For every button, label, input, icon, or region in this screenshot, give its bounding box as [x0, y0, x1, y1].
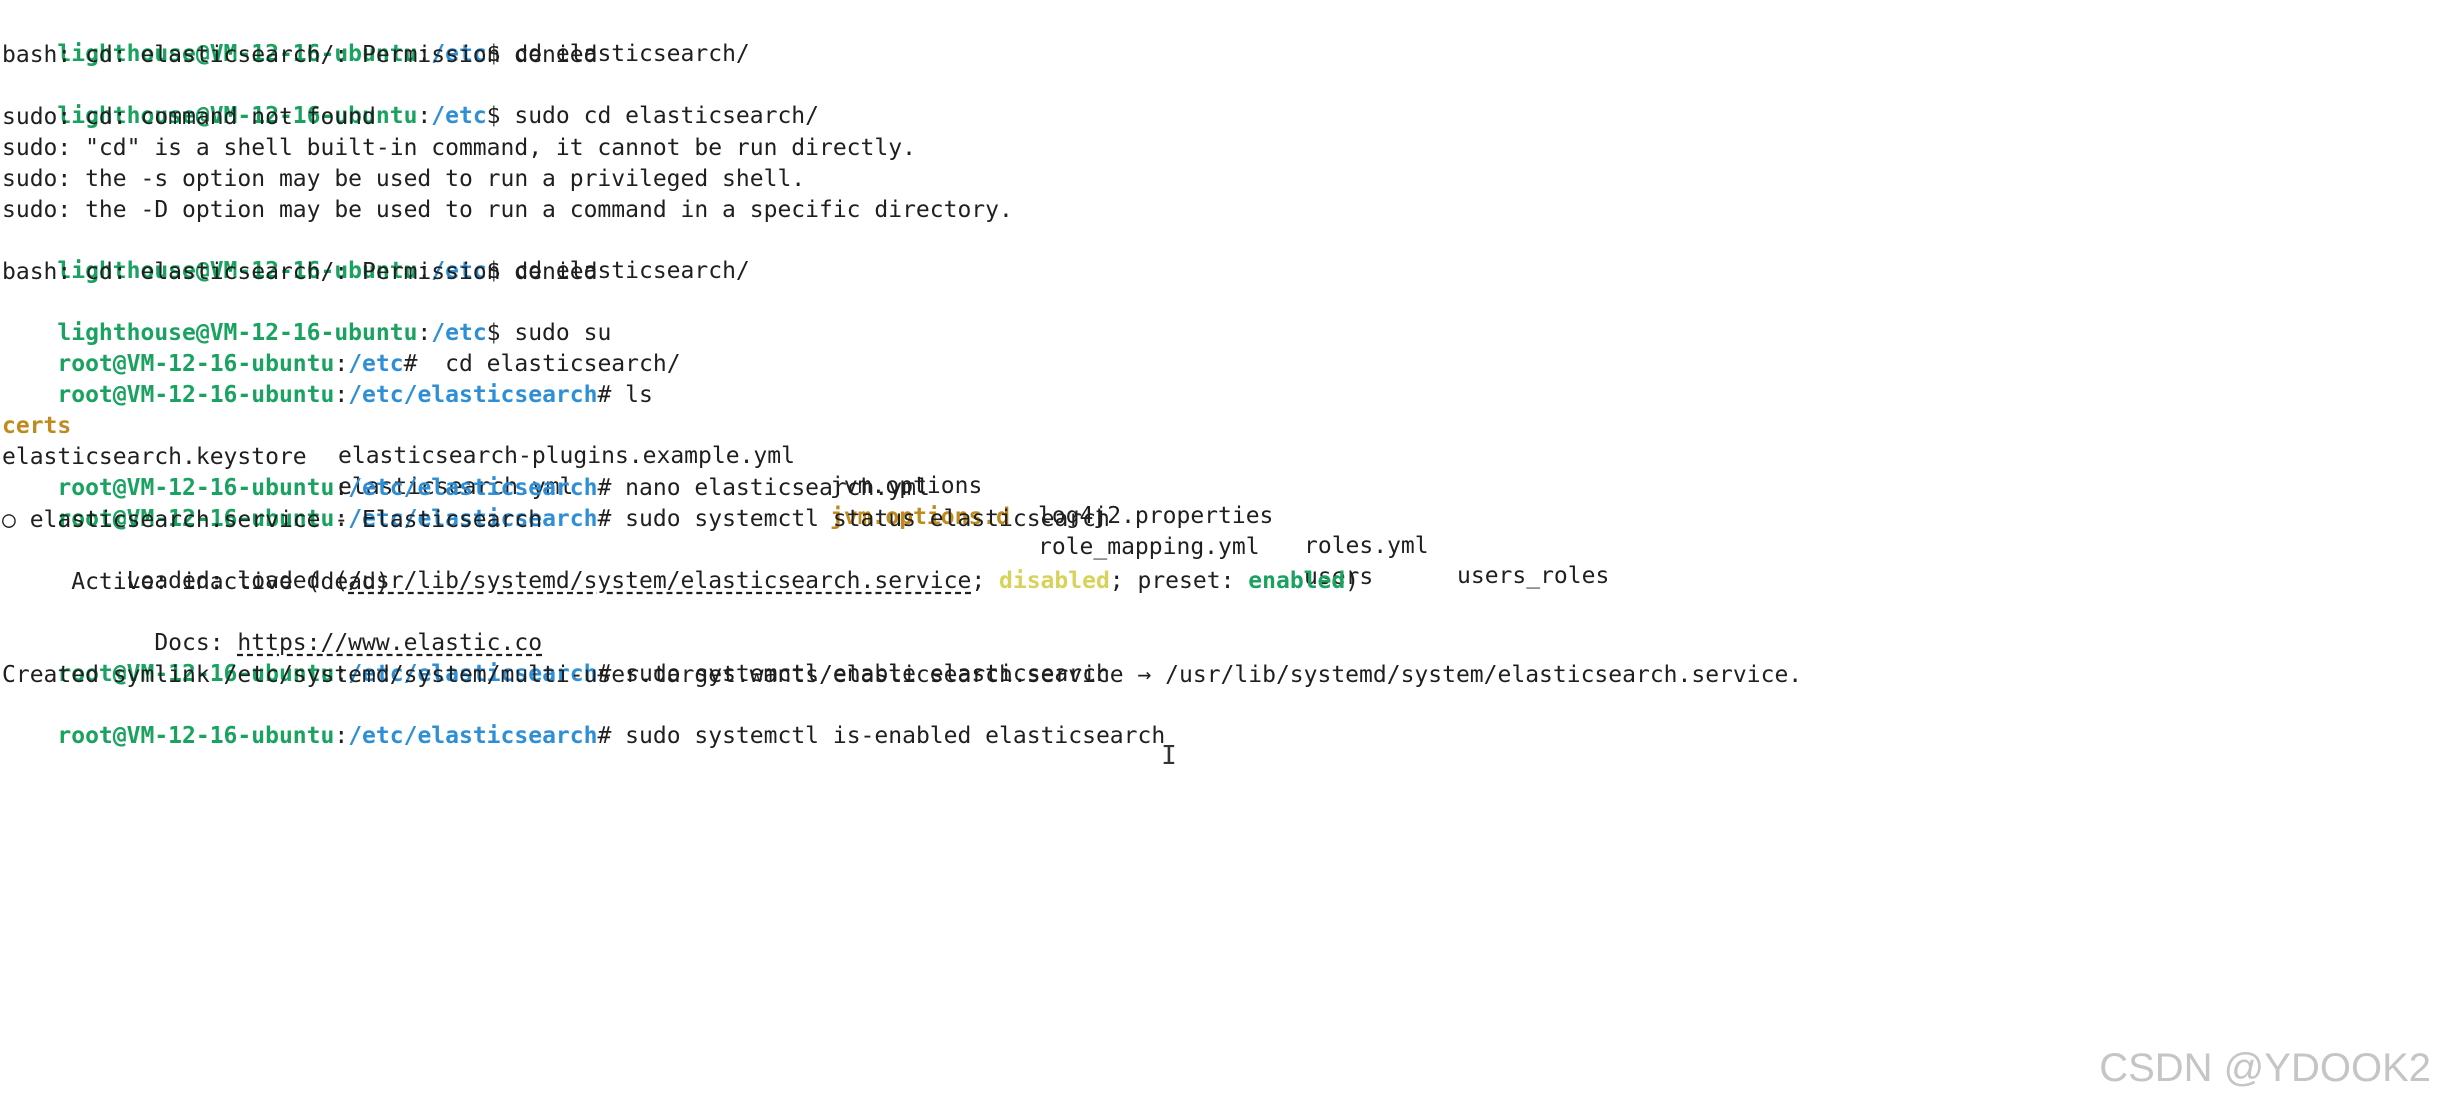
terminal-line: root@VM-12-16-ubuntu:/etc/elasticsearch#… — [57, 506, 1110, 532]
docs-link[interactable]: https://www.elastic.co — [237, 630, 543, 656]
terminal-line: sudo: the -s option may be used to run a… — [2, 166, 806, 192]
terminal-line: lighthouse@VM-12-16-ubuntu:/etc$ sudo su — [57, 320, 612, 346]
terminal-line: Created symlink /etc/systemd/system/mult… — [2, 662, 1803, 688]
terminal-line: Docs: https://www.elastic.co — [2, 598, 542, 656]
terminal-line: lighthouse@VM-12-16-ubuntu:/etc$ sudo cd… — [57, 103, 820, 129]
status-text: Docs: — [57, 630, 238, 656]
ls-entry: log4j2.properties — [1038, 503, 1274, 529]
prompt-user: root@VM-12-16-ubuntu — [57, 661, 335, 687]
terminal-line: sudo: cd: command not found — [2, 104, 376, 130]
prompt-path: /etc/elasticsearch — [348, 382, 598, 408]
command-text: $ cd elasticsearch/ — [486, 258, 750, 284]
terminal-line: bash: cd: elasticsearch/: Permission den… — [2, 259, 598, 285]
terminal-line: lighthouse@VM-12-16-ubuntu:/etc$ cd elas… — [57, 258, 750, 284]
terminal-line: ○ elasticsearch.service - Elasticsearch — [2, 507, 543, 533]
prompt-path: /etc — [431, 320, 487, 346]
command-text: # sudo systemctl status elasticsearch — [597, 506, 1110, 532]
ls-entry: elasticsearch.yml — [338, 474, 574, 500]
terminal-line: Loaded: loaded (/usr/lib/systemd/system/… — [2, 536, 1359, 594]
command-text: # sudo systemctl is-enabled elasticsearc… — [597, 723, 1166, 749]
terminal-line: root@VM-12-16-ubuntu:/etc/elasticsearch#… — [57, 723, 1166, 749]
prompt-user: root@VM-12-16-ubuntu — [57, 723, 335, 749]
terminal-line: root@VM-12-16-ubuntu:/etc/elasticsearch#… — [57, 475, 930, 501]
status-text: ) — [1345, 568, 1360, 594]
command-text: # sudo systemctl enable elasticsearch — [597, 661, 1110, 687]
ls-entry-dir: certs — [2, 413, 72, 439]
status-text: Loaded: loaded ( — [57, 568, 349, 594]
prompt-path: /etc/elasticsearch — [348, 661, 598, 687]
prompt-path: /etc/elasticsearch — [348, 506, 598, 532]
command-text: # nano elasticsearch.yml — [597, 475, 930, 501]
terminal-line: bash: cd: elasticsearch/: Permission den… — [2, 42, 598, 68]
ls-entry: jvm.options — [830, 473, 983, 499]
ls-entry: roles.yml — [1304, 533, 1429, 559]
ls-entry: users_roles — [1457, 563, 1610, 589]
terminal-line: root@VM-12-16-ubuntu:/etc/elasticsearch#… — [57, 382, 653, 408]
prompt-user: root@VM-12-16-ubuntu — [57, 475, 335, 501]
prompt-user: lighthouse@VM-12-16-ubuntu — [57, 258, 418, 284]
command-text: $ sudo su — [486, 320, 612, 346]
status-text: ; preset: — [1109, 568, 1249, 594]
prompt-path: /etc — [431, 103, 487, 129]
unit-file-path[interactable]: /usr/lib/systemd/system/elasticsearch.se… — [348, 568, 972, 594]
enabled-state: enabled — [1248, 568, 1346, 594]
prompt-user: lighthouse@VM-12-16-ubuntu — [57, 103, 418, 129]
prompt-path: /etc — [431, 258, 487, 284]
ls-entry: elasticsearch.keystore — [2, 444, 307, 470]
ls-entry: role_mapping.yml — [1038, 534, 1260, 560]
prompt-user: root@VM-12-16-ubuntu — [57, 382, 335, 408]
prompt-user: root@VM-12-16-ubuntu — [57, 506, 335, 532]
prompt-user: lighthouse@VM-12-16-ubuntu — [57, 320, 418, 346]
prompt-path: /etc/elasticsearch — [348, 475, 598, 501]
watermark: CSDN @YDOOK2 — [2099, 1046, 2431, 1090]
text-cursor-icon: I — [1161, 741, 1177, 771]
prompt-user: root@VM-12-16-ubuntu — [57, 351, 335, 377]
ls-output-row: certs elasticsearch-plugins.example.yml … — [0, 381, 2437, 589]
command-text: # ls — [597, 382, 653, 408]
status-text: ; — [971, 568, 1000, 594]
terminal-line: sudo: "cd" is a shell built-in command, … — [2, 135, 916, 161]
prompt-path: /etc — [348, 351, 404, 377]
ls-entry: users — [1304, 564, 1374, 590]
prompt-path: /etc — [431, 41, 487, 67]
terminal-line: Active: inactive (dead) — [2, 569, 390, 595]
ls-entry: elasticsearch-plugins.example.yml — [338, 443, 795, 469]
terminal-line: root@VM-12-16-ubuntu:/etc/elasticsearch#… — [57, 661, 1110, 687]
ls-output-row: elasticsearch.keystore elasticsearch.yml… — [0, 412, 2437, 590]
ls-entry-dir: jvm.options.d — [830, 504, 1011, 530]
command-text: $ sudo cd elasticsearch/ — [486, 103, 820, 129]
disabled-state: disabled — [999, 568, 1110, 594]
terminal-line: root@VM-12-16-ubuntu:/etc# cd elasticsea… — [57, 351, 681, 377]
terminal-line: sudo: the -D option may be used to run a… — [2, 197, 1013, 223]
terminal-line: lighthouse@VM-12-16-ubuntu:/etc$ cd elas… — [57, 41, 750, 67]
prompt-user: lighthouse@VM-12-16-ubuntu — [57, 41, 418, 67]
command-text: # cd elasticsearch/ — [403, 351, 681, 377]
prompt-path: /etc/elasticsearch — [348, 723, 598, 749]
command-text: $ cd elasticsearch/ — [486, 41, 750, 67]
